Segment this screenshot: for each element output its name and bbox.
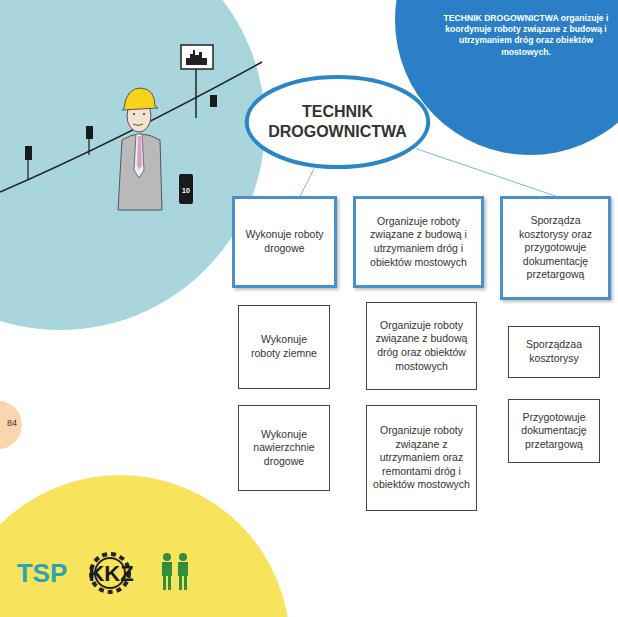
kkz-logo: KKZ xyxy=(86,561,136,587)
box-text: Wykonuje nawierzchnie drogowe xyxy=(245,428,323,469)
tsp-logo: TSP xyxy=(12,558,72,589)
post-number: 10 xyxy=(180,187,192,194)
engineer-figure xyxy=(118,88,162,210)
title-ellipse: TECHNIK DROGOWNICTWA xyxy=(243,74,432,170)
box-text: Wykonuje roboty ziemne xyxy=(245,333,323,360)
process-box: Wykonuje roboty drogowe xyxy=(232,196,337,288)
yellow-circle xyxy=(0,475,290,617)
city-sign xyxy=(181,45,213,69)
task-box: Wykonuje roboty ziemne xyxy=(238,305,330,389)
box-text: Wykonuje roboty drogowe xyxy=(241,228,328,255)
process-box: Organizuje roboty związane z budową i ut… xyxy=(353,196,484,288)
box-text: TECHNIK DROGOWNICTWA organizuje i koordy… xyxy=(443,13,609,58)
task-box: Sporządzaa kosztorysy xyxy=(508,326,600,378)
city-silhouette xyxy=(186,50,207,65)
intro-circle: TECHNIK DROGOWNICTWA organizuje i koordy… xyxy=(395,0,618,155)
task-box: Organizuje roboty związane z budową dróg… xyxy=(366,302,477,390)
people-icon xyxy=(162,553,188,590)
connector-line xyxy=(300,169,314,196)
page-number: 84 xyxy=(2,418,22,428)
task-box: Przygotowuje dokumentację przetargową xyxy=(508,399,600,463)
ellipse-outline xyxy=(243,74,432,170)
box-text: Sporządza kosztorysy oraz przygotowuje d… xyxy=(509,214,602,282)
circle-fill xyxy=(395,0,618,155)
teal-circle xyxy=(0,0,265,330)
sign-pole xyxy=(195,68,197,118)
task-box: Wykonuje nawierzchnie drogowe xyxy=(238,405,330,491)
title-text: TECHNIK DROGOWNICTWA xyxy=(243,102,432,142)
box-text: Sporządzaa kosztorysy xyxy=(515,338,593,365)
box-text: Organizuje roboty związane z budową i ut… xyxy=(362,215,475,270)
task-box: Organizuje roboty związane z utrzymaniem… xyxy=(366,405,477,511)
connector-line xyxy=(416,149,555,196)
box-text: Organizuje roboty związane z budową dróg… xyxy=(373,319,470,374)
box-text: Przygotowuje dokumentację przetargową xyxy=(515,411,593,452)
box-text: Organizuje roboty związane z utrzymaniem… xyxy=(373,424,470,492)
page-circle xyxy=(0,401,22,449)
process-box: Sporządza kosztorysy oraz przygotowuje d… xyxy=(500,196,611,300)
